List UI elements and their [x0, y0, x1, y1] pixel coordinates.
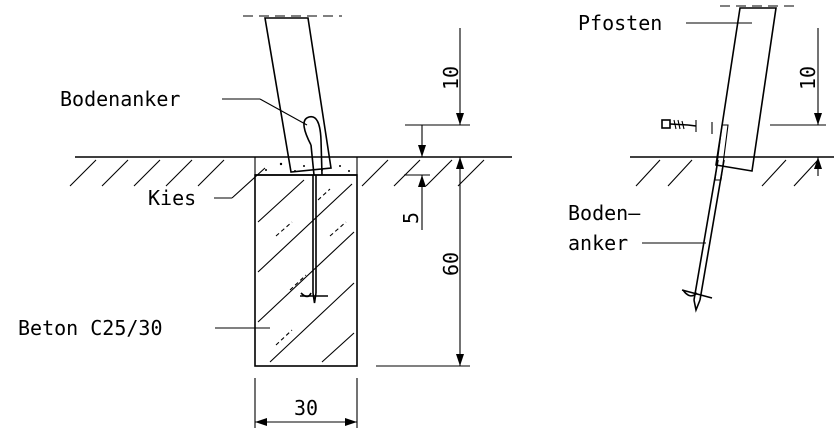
label-bodenanker-right-1: Boden–: [568, 201, 641, 225]
label-kies: Kies: [148, 186, 196, 210]
ground-hatching-left: [69, 159, 485, 187]
arrow-10: [456, 113, 464, 125]
leader-kies-2: [231, 167, 266, 199]
dim-text-10-left: 10: [439, 66, 463, 90]
label-bodenanker-right-2: anker: [568, 231, 628, 255]
label-bodenanker: Bodenanker: [60, 87, 180, 111]
arrow-30-left: [255, 418, 267, 426]
ground-hatching-right: [635, 159, 819, 187]
screw-right: [661, 119, 713, 134]
arrow-60-top: [456, 157, 464, 169]
concrete-block: [254, 174, 358, 367]
arrow-60-bottom: [456, 354, 464, 366]
ground-anchor-left: [300, 115, 328, 304]
leader-bodenanker-2: [259, 98, 308, 126]
arrow-30-right: [345, 418, 357, 426]
dim-text-5: 5: [399, 212, 423, 224]
arrow-5-bottom: [418, 175, 426, 187]
post-right: [715, 7, 777, 172]
dim-text-30: 30: [294, 396, 318, 420]
left-detail: Bodenanker Kies Beton C25/30 10 5 60 30: [18, 15, 512, 428]
ground-anchor-right: [681, 124, 729, 313]
concrete-hatching: [257, 179, 355, 363]
post-left: [264, 17, 332, 173]
dim-text-60: 60: [439, 252, 463, 276]
arrow-right-10: [814, 113, 822, 125]
right-detail: Pfosten Boden– anker 10: [568, 5, 834, 313]
arrow-right-10-bottom: [814, 157, 822, 169]
arrow-5-top: [418, 145, 426, 157]
label-pfosten: Pfosten: [578, 11, 662, 35]
dim-text-10-right: 10: [796, 66, 820, 90]
label-beton: Beton C25/30: [18, 316, 163, 340]
